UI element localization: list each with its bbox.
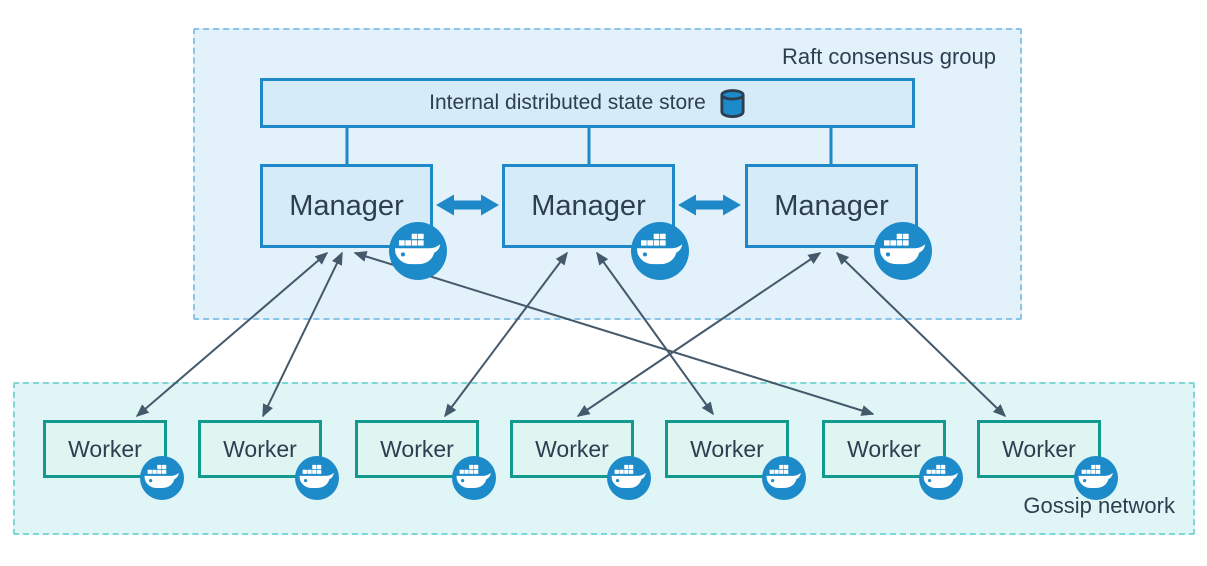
worker-6-box: Worker [822, 420, 946, 478]
worker-3-label: Worker [380, 435, 454, 462]
worker-4-box: Worker [510, 420, 634, 478]
worker-3-box: Worker [355, 420, 479, 478]
docker-whale-icon [762, 456, 806, 500]
worker-2-label: Worker [223, 435, 297, 462]
state-store-label: Internal distributed state store [429, 91, 706, 114]
docker-whale-icon [140, 456, 184, 500]
state-store-box: Internal distributed state store [260, 78, 915, 128]
docker-whale-icon [389, 222, 447, 280]
docker-whale-icon [631, 222, 689, 280]
docker-whale-icon [919, 456, 963, 500]
manager-1-label: Manager [289, 189, 404, 222]
docker-whale-icon [295, 456, 339, 500]
worker-7-label: Worker [1002, 435, 1076, 462]
manager-1-box: Manager [260, 164, 433, 248]
database-cylinder-icon [719, 88, 746, 119]
worker-2-box: Worker [198, 420, 322, 478]
worker-6-label: Worker [847, 435, 921, 462]
docker-whale-icon [452, 456, 496, 500]
manager-2-label: Manager [531, 189, 646, 222]
worker-7-box: Worker [977, 420, 1101, 478]
manager-3-box: Manager [745, 164, 918, 248]
manager-2-box: Manager [502, 164, 675, 248]
docker-whale-icon [607, 456, 651, 500]
manager-3-label: Manager [774, 189, 889, 222]
worker-5-box: Worker [665, 420, 789, 478]
worker-4-label: Worker [535, 435, 609, 462]
docker-whale-icon [1074, 456, 1118, 500]
worker-1-label: Worker [68, 435, 142, 462]
worker-1-box: Worker [43, 420, 167, 478]
worker-5-label: Worker [690, 435, 764, 462]
raft-group-label: Raft consensus group [781, 44, 996, 69]
docker-whale-icon [874, 222, 932, 280]
